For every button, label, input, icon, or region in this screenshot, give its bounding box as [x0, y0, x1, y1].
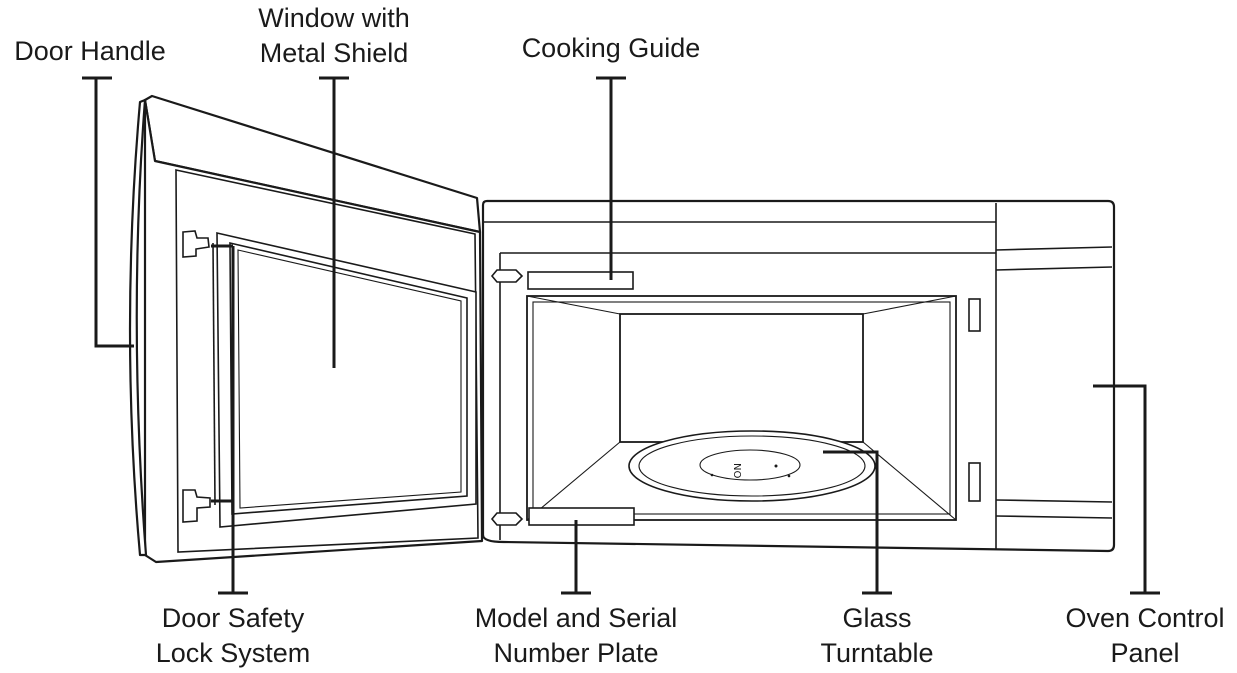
microwave-body: NO — [481, 199, 1116, 553]
cooking-guide-plate — [527, 271, 634, 290]
cooking-guide-label: Cooking Guide — [522, 33, 701, 63]
control-panel-top-band-2 — [995, 266, 1113, 271]
window-label-line2: Metal Shield — [260, 38, 409, 68]
model-plate-label-line1: Model and Serial — [475, 603, 678, 633]
door-handle — [128, 98, 148, 557]
part-labels: Door Handle Window with Metal Shield Coo… — [14, 3, 1224, 668]
safety-latch-bottom — [182, 489, 211, 523]
model-serial-plate — [528, 507, 635, 526]
cavity-corner-bl — [526, 441, 621, 521]
hinge-bottom — [490, 512, 524, 526]
turntable-callout — [823, 450, 879, 593]
turntable-dot — [774, 464, 778, 468]
window-label-line1: Window with — [258, 3, 410, 33]
control-panel-label-line1: Oven Control — [1065, 603, 1224, 633]
model-plate-label-line2: Number Plate — [493, 638, 658, 668]
door-handle-callout — [94, 78, 134, 348]
microwave-door — [128, 94, 484, 564]
door-window-inner — [229, 241, 468, 515]
door-window-shield — [237, 249, 462, 509]
control-panel-bottom-band-2 — [995, 515, 1113, 519]
glass-turntable-rim — [638, 435, 866, 497]
turntable-label-line2: Turntable — [820, 638, 933, 668]
turntable-label-line1: Glass — [842, 603, 911, 633]
latch-slot-top — [968, 298, 981, 332]
glass-turntable-inner-ring — [699, 449, 801, 481]
cavity-corner-tl — [526, 295, 621, 315]
glass-turntable — [628, 430, 876, 502]
control-panel-callout — [1093, 384, 1147, 593]
cavity-rim — [532, 301, 951, 515]
safety-latch-rod — [212, 242, 216, 506]
latch-slot-bottom — [968, 462, 981, 502]
turntable-marking: NO — [731, 463, 742, 478]
turntable-dot — [710, 473, 714, 477]
callout-lines — [82, 76, 1160, 595]
door-safety-label-line2: Lock System — [156, 638, 311, 668]
hinge-top — [490, 269, 524, 283]
door-safety-label-line1: Door Safety — [162, 603, 305, 633]
control-panel-bottom-band — [995, 499, 1113, 503]
turntable-dot — [787, 474, 791, 478]
control-panel-label-line2: Panel — [1110, 638, 1179, 668]
door-window-outer — [216, 231, 477, 528]
control-panel-top-band — [995, 246, 1113, 251]
safety-latch-top — [182, 230, 210, 258]
oven-cavity-back-wall — [619, 313, 864, 443]
cavity-corner-tr — [862, 295, 957, 315]
door-handle-label: Door Handle — [14, 36, 166, 66]
